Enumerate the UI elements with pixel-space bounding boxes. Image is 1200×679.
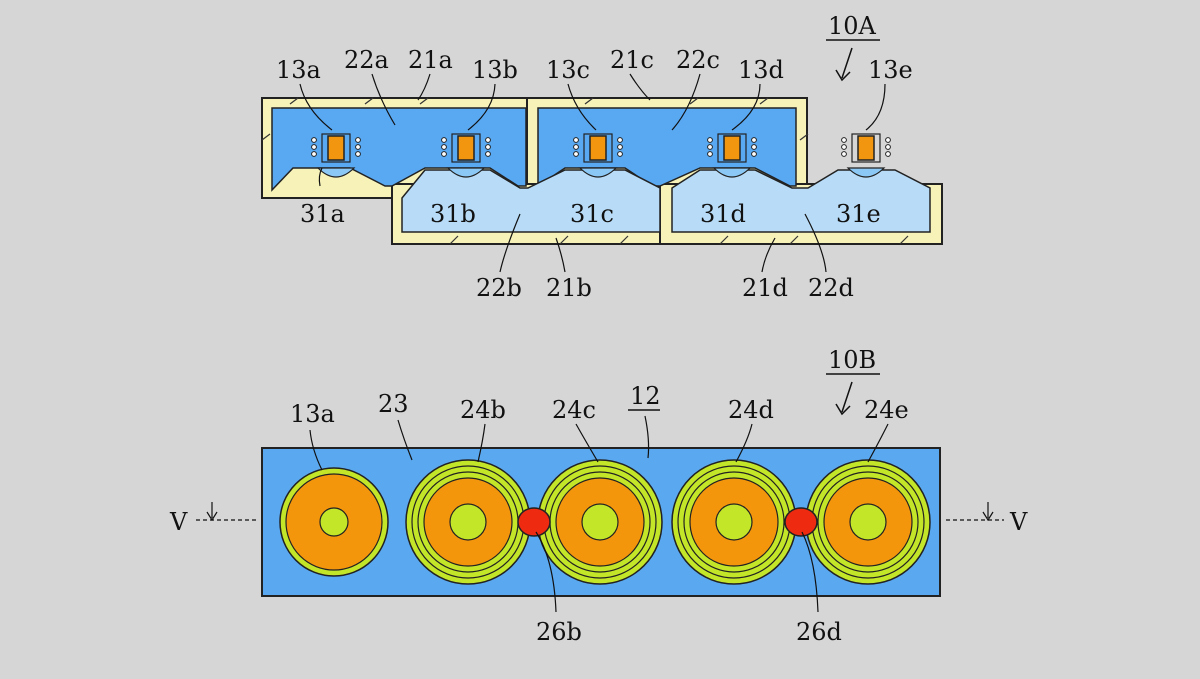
label-31a: 31a (300, 200, 345, 228)
driver-1-coil-0-1 (311, 144, 317, 150)
label-13c: 13c (546, 56, 590, 84)
driver-3-coil-0-1 (573, 144, 579, 150)
label-24d: 24d (728, 396, 774, 424)
label-13a-bottom: 13a (290, 400, 335, 428)
label-21c: 21c (610, 46, 654, 74)
driver-5-coil-0-2 (841, 151, 847, 157)
label-13e: 13e (868, 56, 913, 84)
driver-5-magnet (857, 135, 875, 161)
driver-2-magnet (457, 135, 475, 161)
driver-4-frame (717, 133, 747, 163)
wall-hatching (261, 97, 909, 245)
label-31b: 31b (430, 200, 476, 228)
speaker-2-dustcap (449, 503, 487, 541)
driver-2-coil-1-2 (485, 151, 491, 157)
driver-1-coil-1-1 (355, 144, 361, 150)
figure-label-10a: 10A (828, 12, 877, 40)
driver-4-coil-0-1 (707, 144, 713, 150)
driver-1-coil-1-0 (355, 137, 361, 143)
label-26d: 26d (796, 618, 842, 646)
figure-arrow-icon (835, 47, 853, 82)
section-label-left: V (169, 508, 188, 536)
leader-lines-bottom (318, 167, 827, 273)
label-24b: 24b (460, 396, 506, 424)
leader-lines-top (299, 73, 886, 131)
label-24c: 24c (552, 396, 596, 424)
leader-lines-plan (309, 415, 889, 613)
driver-1-coil-0-0 (311, 137, 317, 143)
driver-3-coil-0-2 (573, 151, 579, 157)
driver-5-cone (846, 167, 886, 178)
speaker-3-dustcap (581, 503, 619, 541)
driver-5-frame (851, 133, 881, 163)
driver-5-coil-0-0 (841, 137, 847, 143)
driver-4-magnet (723, 135, 741, 161)
driver-2-coil-1-1 (485, 144, 491, 150)
label-21d: 21d (742, 274, 788, 302)
driver-3-frame (583, 133, 613, 163)
driver-1-cone (316, 167, 356, 178)
driver-3-coil-1-1 (617, 144, 623, 150)
label-13a-top: 13a (276, 56, 321, 84)
label-31d: 31d (700, 200, 746, 228)
figure-label-10b: 10B (828, 346, 876, 374)
plan-view-figure: 10B 13a 23 24b 24c 12 24d 24e 26b 26d V … (169, 346, 1028, 646)
driver-3-coil-1-0 (617, 137, 623, 143)
label-24e: 24e (864, 396, 909, 424)
driver-2-coil-0-1 (441, 144, 447, 150)
label-13d: 13d (738, 56, 784, 84)
label-21a: 21a (408, 46, 453, 74)
driver-5-coil-1-0 (885, 137, 891, 143)
driver-3-coil-1-2 (617, 151, 623, 157)
driver-1-frame (321, 133, 351, 163)
driver-1-magnet (327, 135, 345, 161)
chamber-22a (271, 107, 527, 192)
connector-26d (784, 507, 818, 537)
label-23: 23 (378, 390, 409, 418)
cross-section-figure: 10A 13a 22a 21a 13b 13c 21c 22c 13d 13e … (261, 12, 943, 302)
label-31e: 31e (836, 200, 881, 228)
speaker-1-dustcap (319, 507, 349, 537)
speaker-5-dustcap (849, 503, 887, 541)
driver-3-cone (578, 167, 618, 178)
driver-4-cone (712, 167, 752, 178)
driver-2-cone (446, 167, 486, 178)
label-22c: 22c (676, 46, 720, 74)
driver-3-coil-0-0 (573, 137, 579, 143)
label-31c: 31c (570, 200, 614, 228)
label-22b: 22b (476, 274, 522, 302)
driver-4-coil-1-2 (751, 151, 757, 157)
figure-arrow-icon-b (835, 381, 853, 416)
driver-4-coil-1-1 (751, 144, 757, 150)
section-arrow-right-icon (982, 502, 994, 522)
label-21b: 21b (546, 274, 592, 302)
label-26b: 26b (536, 618, 582, 646)
speaker-circles (279, 459, 931, 585)
driver-4-coil-0-2 (707, 151, 713, 157)
section-label-right: V (1009, 508, 1028, 536)
driver-2-coil-0-0 (441, 137, 447, 143)
label-22a: 22a (344, 46, 389, 74)
driver-4-coil-0-0 (707, 137, 713, 143)
driver-units (311, 133, 891, 178)
driver-1-coil-0-2 (311, 151, 317, 157)
driver-5-coil-0-1 (841, 144, 847, 150)
label-12: 12 (630, 382, 661, 410)
chamber-22c (537, 107, 797, 188)
label-13b: 13b (472, 56, 518, 84)
driver-2-frame (451, 133, 481, 163)
driver-5-coil-1-2 (885, 151, 891, 157)
driver-4-coil-1-0 (751, 137, 757, 143)
section-arrow-left-icon (206, 502, 218, 522)
label-22d: 22d (808, 274, 854, 302)
driver-2-coil-0-2 (441, 151, 447, 157)
speaker-4-dustcap (715, 503, 753, 541)
driver-2-coil-1-0 (485, 137, 491, 143)
connector-26b (517, 507, 551, 537)
driver-3-magnet (589, 135, 607, 161)
driver-1-coil-1-2 (355, 151, 361, 157)
driver-5-coil-1-1 (885, 144, 891, 150)
